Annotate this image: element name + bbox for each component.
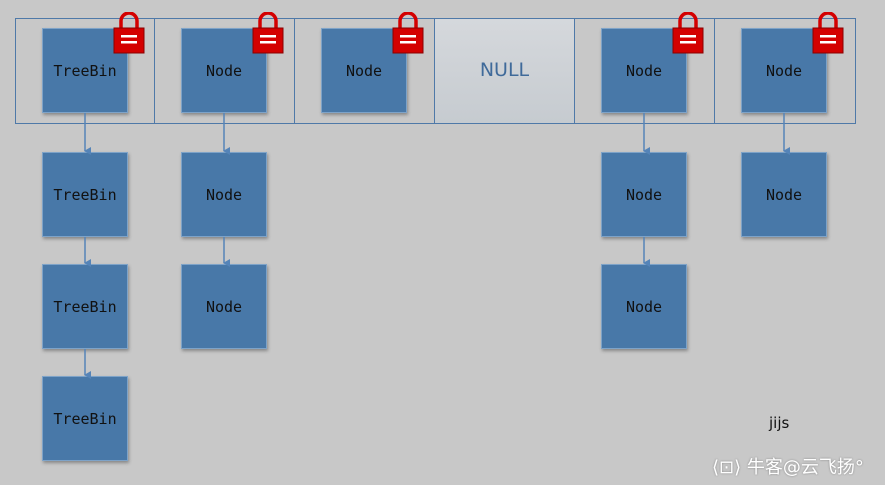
null-label: NULL xyxy=(479,59,530,81)
chain-node: Node xyxy=(181,152,267,237)
node-label: Node xyxy=(205,297,243,316)
watermark-text: 牛客@云飞扬° xyxy=(746,457,864,478)
bucket-head-node: Node xyxy=(601,28,687,113)
padlock-icon xyxy=(251,11,285,54)
node-label: TreeBin xyxy=(53,297,117,316)
node-label: Node xyxy=(765,61,803,80)
node-label: Node xyxy=(625,61,663,80)
node-label: Node xyxy=(625,185,663,204)
author-tag: jijs xyxy=(769,414,790,432)
node-label: TreeBin xyxy=(53,409,117,428)
chain-node: Node xyxy=(181,264,267,349)
watermark: ⟨⊡⟩ 牛客@云飞扬° xyxy=(712,453,864,479)
padlock-icon xyxy=(112,11,146,54)
node-label: Node xyxy=(205,185,243,204)
chain-node: TreeBin xyxy=(42,264,128,349)
bucket-array: NULL xyxy=(15,18,856,124)
node-label: TreeBin xyxy=(53,61,117,80)
bucket-slot-4 xyxy=(575,19,715,123)
bucket-slot-1 xyxy=(155,19,295,123)
bucket-slot-3: NULL xyxy=(435,19,575,123)
node-label: Node xyxy=(205,61,243,80)
chain-node: Node xyxy=(741,152,827,237)
chain-node: Node xyxy=(601,152,687,237)
chain-node: Node xyxy=(601,264,687,349)
node-label: Node xyxy=(345,61,383,80)
node-label: Node xyxy=(765,185,803,204)
padlock-icon xyxy=(671,11,705,54)
bucket-slot-0 xyxy=(16,19,155,123)
chain-node: TreeBin xyxy=(42,376,128,461)
watermark-logo-icon: ⟨⊡⟩ xyxy=(712,457,742,478)
chain-node: TreeBin xyxy=(42,152,128,237)
bucket-head-node: Node xyxy=(741,28,827,113)
node-label: TreeBin xyxy=(53,185,117,204)
node-label: Node xyxy=(625,297,663,316)
padlock-icon xyxy=(811,11,845,54)
padlock-icon xyxy=(391,11,425,54)
bucket-slot-2 xyxy=(295,19,435,123)
